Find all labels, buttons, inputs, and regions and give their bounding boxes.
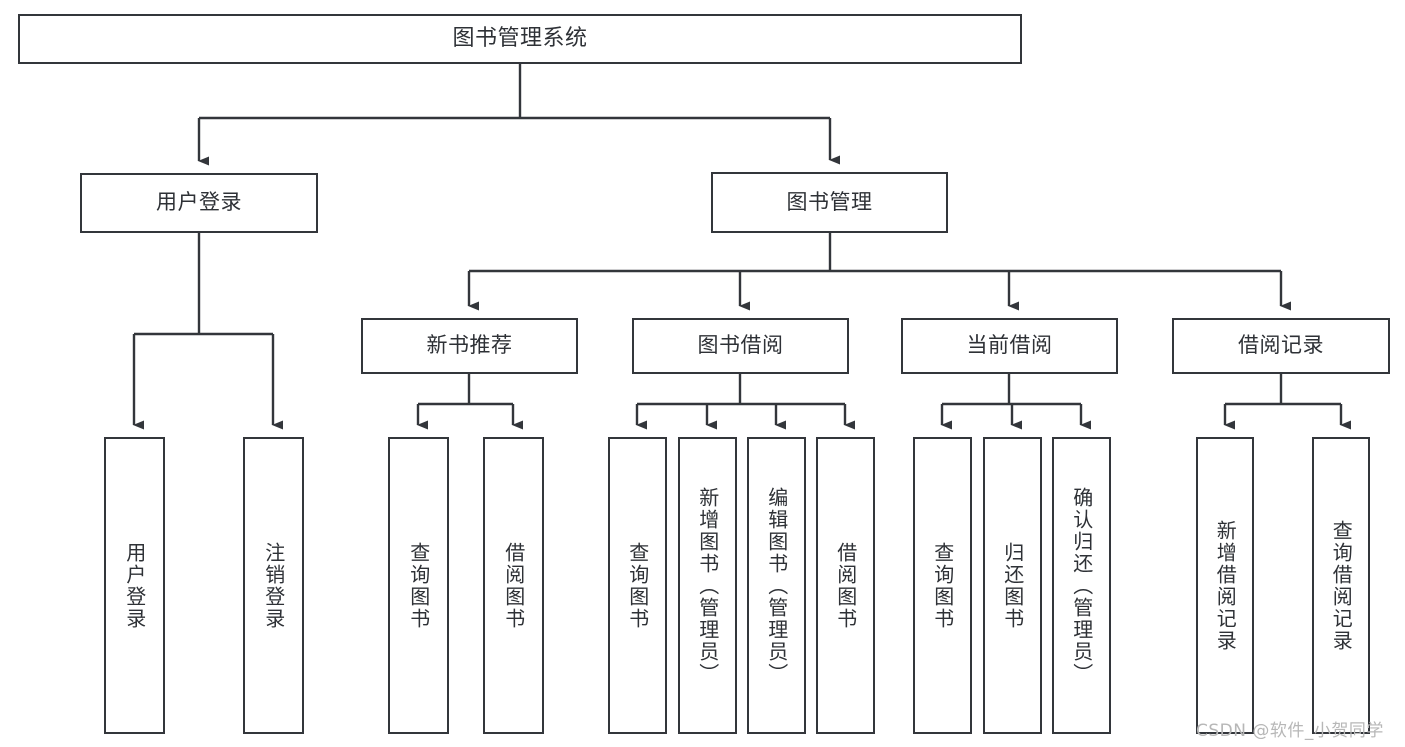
connector-current-borrow-to-leaves [940, 374, 1091, 430]
node-label: 编辑图书（管理员） [764, 486, 789, 685]
node-book-borrow[interactable]: 图书借阅 [632, 318, 849, 374]
connector-root-to-level1 [197, 64, 840, 166]
node-label: 借阅图书 [501, 541, 526, 630]
connector-book-manage-to-level2 [467, 233, 1291, 311]
node-label: 用户登录 [122, 541, 147, 630]
node-label: 确认归还（管理员） [1069, 486, 1094, 685]
node-leaf-br-add[interactable]: 新增借阅记录 [1196, 437, 1254, 734]
node-label: 查询图书 [625, 541, 650, 630]
node-label: 当前借阅 [966, 333, 1053, 358]
node-label: 新增图书（管理员） [695, 486, 720, 685]
connector-borrow-record-to-leaves [1223, 374, 1351, 430]
connector-user-login-to-leaves [132, 233, 283, 430]
node-label: 查询图书 [930, 541, 955, 630]
node-leaf-bb-add[interactable]: 新增图书（管理员） [678, 437, 737, 734]
node-label: 图书管理系统 [452, 25, 588, 51]
node-leaf-bb-edit[interactable]: 编辑图书（管理员） [747, 437, 806, 734]
connector-book-borrow-to-leaves [635, 374, 855, 430]
connector-new-book-rec-to-leaves [416, 374, 523, 430]
node-label: 借阅图书 [833, 541, 858, 630]
node-label: 借阅记录 [1238, 333, 1324, 358]
node-leaf-bb-borrow[interactable]: 借阅图书 [816, 437, 875, 734]
node-label: 图书管理 [786, 189, 873, 214]
node-label: 新增借阅记录 [1213, 519, 1238, 652]
node-label: 查询图书 [406, 541, 431, 630]
node-label: 用户登录 [156, 190, 242, 215]
node-user-login[interactable]: 用户登录 [80, 173, 318, 233]
node-leaf-bb-query[interactable]: 查询图书 [608, 437, 667, 734]
node-leaf-cb-return[interactable]: 归还图书 [983, 437, 1042, 734]
node-label: 图书借阅 [697, 333, 784, 358]
node-leaf-cb-query[interactable]: 查询图书 [913, 437, 972, 734]
node-leaf-br-query[interactable]: 查询借阅记录 [1312, 437, 1370, 734]
node-leaf-logout[interactable]: 注销登录 [243, 437, 304, 734]
node-label: 注销登录 [261, 541, 286, 630]
node-new-book-rec[interactable]: 新书推荐 [361, 318, 578, 374]
node-leaf-rec-query[interactable]: 查询图书 [388, 437, 449, 734]
node-leaf-cb-confirm[interactable]: 确认归还（管理员） [1052, 437, 1111, 734]
node-borrow-record[interactable]: 借阅记录 [1172, 318, 1390, 374]
node-label: 查询借阅记录 [1329, 519, 1354, 652]
node-book-manage[interactable]: 图书管理 [711, 172, 948, 233]
node-leaf-user-login[interactable]: 用户登录 [104, 437, 165, 734]
node-root[interactable]: 图书管理系统 [18, 14, 1022, 64]
node-label: 归还图书 [1000, 541, 1025, 630]
node-label: 新书推荐 [426, 333, 513, 358]
node-current-borrow[interactable]: 当前借阅 [901, 318, 1118, 374]
node-leaf-rec-borrow[interactable]: 借阅图书 [483, 437, 544, 734]
connector-lines [132, 64, 1351, 430]
